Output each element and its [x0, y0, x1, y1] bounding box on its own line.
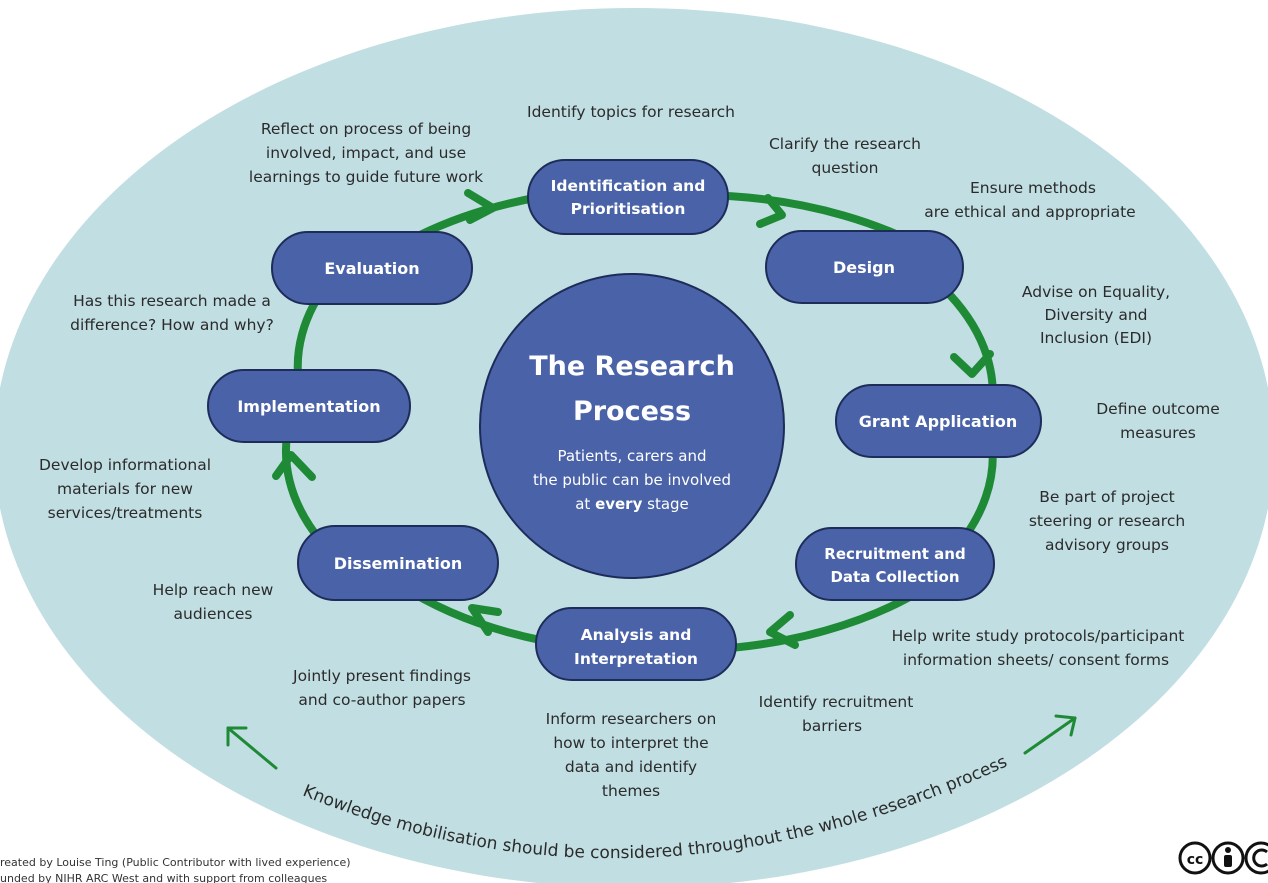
stage-pill-recruitment: Recruitment and Data Collection — [795, 527, 995, 601]
note-informational-materials: Develop informational materials for new … — [39, 456, 211, 522]
svg-text:cc: cc — [1187, 852, 1204, 868]
note-line: how to interpret the — [553, 734, 708, 752]
stage-label: Evaluation — [324, 259, 419, 278]
arrowhead-to-identification — [464, 189, 497, 224]
note-line: Ensure methods — [970, 179, 1096, 197]
knowledge-arrows — [226, 714, 1077, 770]
center-title: Process — [573, 396, 691, 427]
stage-label: Design — [833, 258, 895, 277]
note-recruitment-barriers: Identify recruitment barriers — [759, 693, 914, 735]
knowledge-arrow-right — [1023, 716, 1077, 755]
cc-icon: cc — [1178, 841, 1212, 875]
note-line: Inform researchers on — [546, 710, 717, 728]
arrowhead-to-dissemination — [468, 604, 502, 636]
stage-label: Implementation — [237, 397, 380, 416]
note-interpret-data: Inform researchers on how to interpret t… — [546, 710, 717, 800]
note-reflect-process: Reflect on process of being involved, im… — [249, 120, 483, 186]
stage-label: Interpretation — [574, 650, 698, 668]
note-identify-topics: Identify topics for research — [527, 103, 735, 121]
note-study-protocols: Help write study protocols/participant i… — [892, 627, 1185, 669]
note-line: Reflect on process of being — [261, 120, 471, 138]
note-line: Develop informational — [39, 456, 211, 474]
by-icon — [1211, 841, 1245, 875]
note-line: services/treatments — [48, 504, 203, 522]
stage-label: Grant Application — [859, 412, 1017, 431]
note-advise-edi: Advise on Equality, Diversity and Inclus… — [1022, 283, 1170, 347]
note-line: Has this research made a — [73, 292, 271, 310]
stage-label: Dissemination — [334, 554, 463, 573]
note-line: Clarify the research — [769, 135, 921, 153]
stage-pill-analysis: Analysis and Interpretation — [535, 607, 737, 681]
note-line: involved, impact, and use — [266, 144, 466, 162]
note-line: audiences — [174, 605, 253, 623]
stage-pill-dissemination: Dissemination — [297, 525, 499, 601]
center-circle: The Research Process Patients, carers an… — [479, 273, 785, 579]
note-line: Identify topics for research — [527, 103, 735, 121]
note-line: themes — [602, 782, 660, 800]
stage-pill-grant-application: Grant Application — [835, 384, 1042, 458]
note-line: measures — [1120, 424, 1196, 442]
note-line: materials for new — [57, 480, 193, 498]
cycle-arrowheads — [272, 189, 994, 649]
note-line: Inclusion (EDI) — [1040, 329, 1152, 347]
note-line: are ethical and appropriate — [924, 203, 1135, 221]
stage-label: Data Collection — [830, 568, 959, 586]
center-subtitle: at every stage — [575, 495, 689, 513]
arrowhead-to-design — [756, 194, 786, 228]
note-line: Be part of project — [1039, 488, 1174, 506]
note-line: Diversity and — [1044, 306, 1147, 324]
stage-pill-identification: Identification and Prioritisation — [527, 159, 729, 235]
note-line: data and identify — [565, 758, 697, 776]
note-line: learnings to guide future work — [249, 168, 483, 186]
stage-label: Recruitment and — [824, 545, 965, 563]
note-line: Help write study protocols/participant — [892, 627, 1185, 645]
center-title: The Research — [529, 351, 735, 382]
note-line: Identify recruitment — [759, 693, 914, 711]
note-line: Help reach new — [153, 581, 274, 599]
credit-line: unded by NIHR ARC West and with support … — [0, 872, 327, 883]
note-made-difference: Has this research made a difference? How… — [70, 292, 274, 334]
stage-label: Identification and — [551, 177, 706, 195]
arrowhead-to-analysis — [766, 611, 799, 649]
credit-line: reated by Louise Ting (Public Contributo… — [0, 856, 351, 869]
note-present-findings: Jointly present findings and co-author p… — [292, 667, 471, 709]
note-line: Jointly present findings — [292, 667, 471, 685]
note-line: advisory groups — [1045, 536, 1169, 554]
knowledge-arrow-left — [226, 726, 278, 770]
note-line: and co-author papers — [298, 691, 465, 709]
note-line: difference? How and why? — [70, 316, 274, 334]
note-line: steering or research — [1029, 512, 1185, 530]
note-line: question — [812, 159, 879, 177]
stage-label: Prioritisation — [571, 200, 686, 218]
note-line: information sheets/ consent forms — [903, 651, 1169, 669]
note-line: Advise on Equality, — [1022, 283, 1170, 301]
sa-icon — [1244, 841, 1268, 875]
arrowhead-to-grant — [950, 350, 994, 378]
note-steering-groups: Be part of project steering or research … — [1029, 488, 1185, 554]
note-line: barriers — [802, 717, 862, 735]
note-outcome-measures: Define outcome measures — [1096, 400, 1220, 442]
arrowhead-to-implementation — [272, 451, 316, 481]
center-subtitle: the public can be involved — [533, 471, 731, 489]
stage-pill-design: Design — [765, 230, 964, 304]
note-clarify-question: Clarify the research question — [769, 135, 921, 177]
stage-pill-evaluation: Evaluation — [271, 231, 473, 305]
license-badge: cc — [1178, 841, 1268, 875]
stage-label: Analysis and — [581, 626, 692, 644]
note-ensure-methods: Ensure methods are ethical and appropria… — [924, 179, 1135, 221]
center-subtitle: Patients, carers and — [557, 447, 706, 465]
stage-pill-implementation: Implementation — [207, 369, 411, 443]
note-reach-audiences: Help reach new audiences — [153, 581, 274, 623]
note-line: Define outcome — [1096, 400, 1220, 418]
